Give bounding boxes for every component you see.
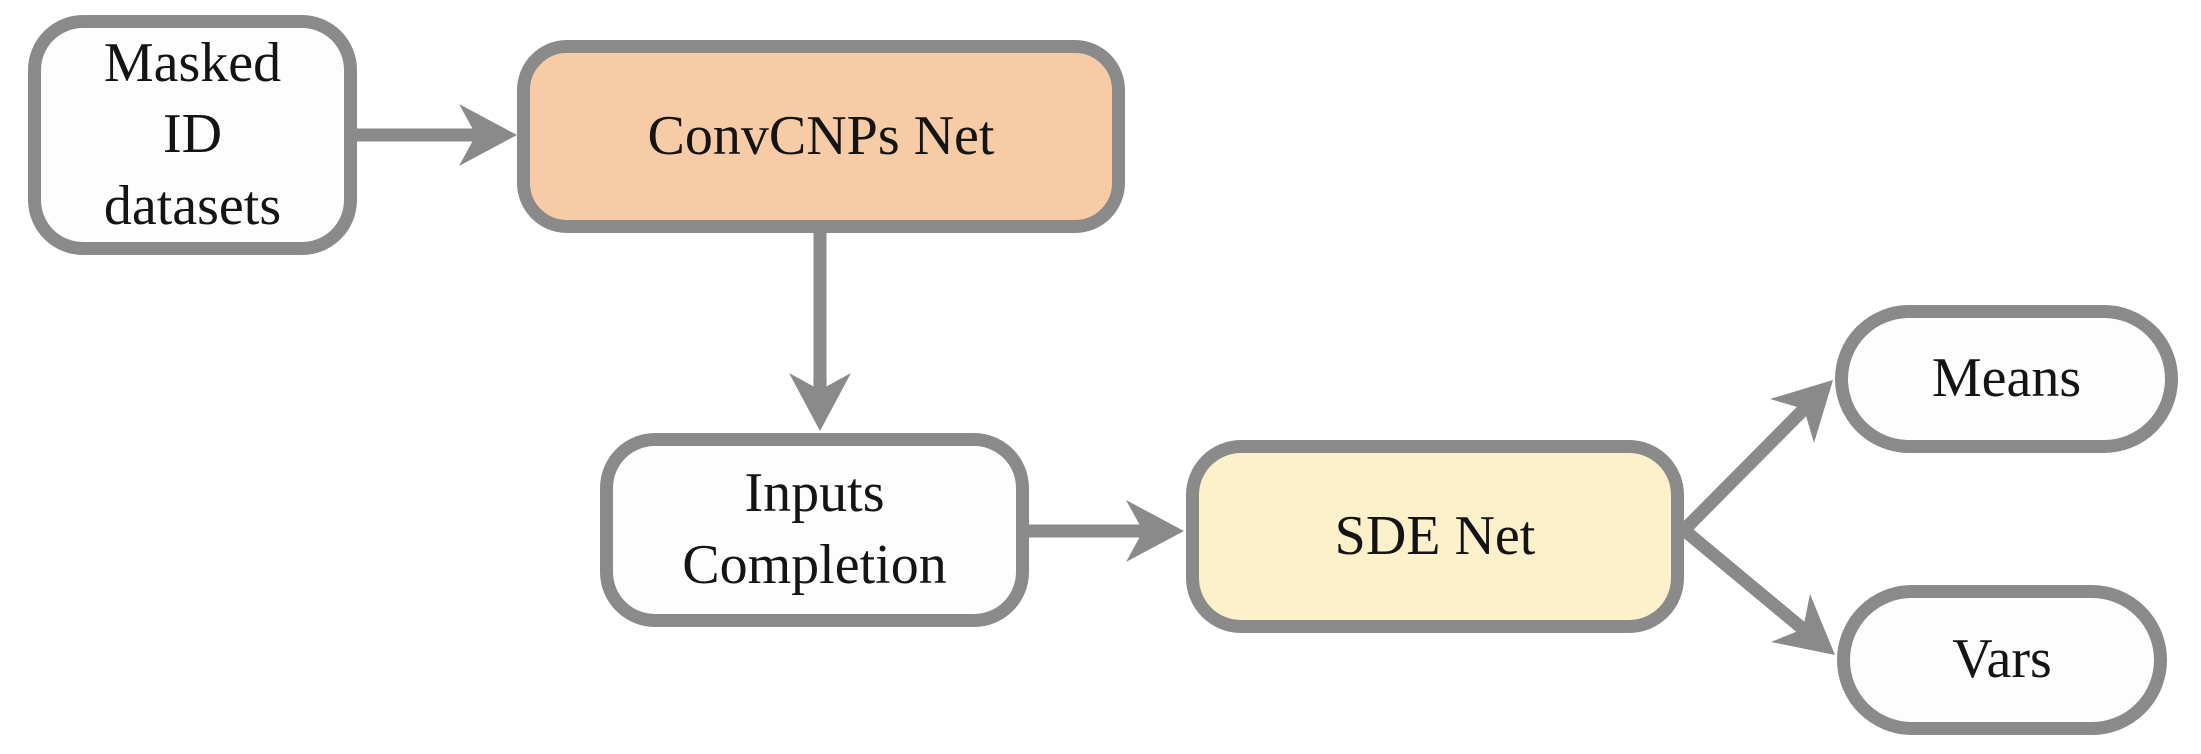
arrowhead-right-icon — [459, 104, 517, 166]
node-sde-net: SDE Net — [1186, 440, 1684, 633]
arrowhead-down-icon — [789, 373, 851, 431]
node-label: ConvCNPs Net — [647, 104, 995, 167]
edge-convcnps-to-inputs — [789, 232, 851, 431]
edge-sde-to-vars — [1679, 525, 1835, 655]
node-inputs-completion: Inputs Completion — [600, 433, 1029, 627]
node-label: Masked ID datasets — [103, 31, 282, 237]
edge-masked-to-convcnps — [357, 104, 517, 166]
node-masked-id-datasets: Masked ID datasets — [28, 15, 357, 255]
arrowhead-right-icon — [1126, 500, 1184, 562]
node-means: Means — [1835, 305, 2178, 453]
node-label: Means — [1931, 347, 2082, 410]
node-label: SDE Net — [1334, 504, 1536, 567]
arrowhead-up-right-icon — [1770, 380, 1833, 443]
node-vars: Vars — [1837, 585, 2167, 735]
node-label: Inputs Completion — [682, 462, 947, 596]
arrowhead-down-right-icon — [1771, 594, 1835, 655]
node-convcnps-net: ConvCNPs Net — [517, 40, 1125, 233]
edge-sde-to-means — [1679, 380, 1833, 535]
node-label: Vars — [1952, 628, 2052, 691]
edge-inputs-to-sde — [1028, 500, 1184, 562]
